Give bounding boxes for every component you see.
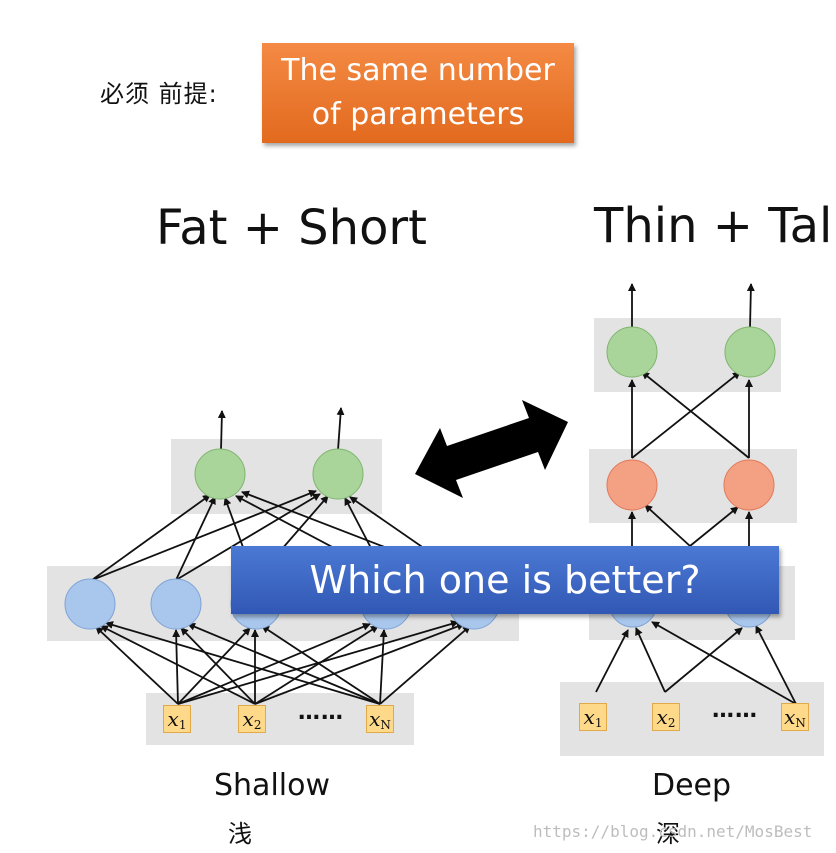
deep-input-x1: x1 xyxy=(579,703,607,731)
deep-output-nodes xyxy=(606,326,776,378)
shallow-input-x2: x2 xyxy=(238,705,266,733)
deep-output-node-1 xyxy=(606,326,658,378)
deep-hidden1-hidden2-edges xyxy=(628,504,753,547)
same-parameters-box: The same number of parameters xyxy=(262,43,574,143)
deep-input-ellipsis: …… xyxy=(712,698,758,723)
deep-caption: Deep xyxy=(652,768,732,803)
shallow-output-nodes xyxy=(194,448,364,500)
shallow-input-hidden-edges xyxy=(95,620,471,705)
deep-output-arrows xyxy=(628,283,755,329)
fat-short-title: Fat + Short xyxy=(156,200,427,256)
shallow-output-node-2 xyxy=(312,448,364,500)
double-headed-arrow xyxy=(415,400,568,498)
deep-output-node-2 xyxy=(724,326,776,378)
same-parameters-line-1: The same number xyxy=(281,53,555,88)
shallow-input-xN: xN xyxy=(366,705,394,733)
shallow-caption-zh: 浅 xyxy=(228,820,252,848)
shallow-caption: Shallow xyxy=(214,768,331,803)
deep-input-x2: x2 xyxy=(652,703,680,731)
deep-input-hidden-edges xyxy=(595,621,797,705)
same-parameters-line-2: of parameters xyxy=(311,97,525,132)
shallow-hidden-node-1 xyxy=(64,578,116,630)
deep-network xyxy=(560,283,824,756)
which-one-better-banner: Which one is better? xyxy=(231,546,779,614)
deep-hidden2-output-edges xyxy=(628,371,753,459)
shallow-input-x1: x1 xyxy=(163,705,191,733)
deep-caption-zh: 深 xyxy=(656,820,680,848)
prerequisite-label: 必须 前提: xyxy=(100,80,218,108)
deep-hidden2-node-1 xyxy=(606,459,658,511)
watermark: https://blog.csdn.net/MosBest xyxy=(533,822,813,841)
shallow-hidden-node-2 xyxy=(150,578,202,630)
deep-hidden2-nodes xyxy=(606,459,775,511)
shallow-output-arrows xyxy=(217,407,345,451)
shallow-output-node-1 xyxy=(194,448,246,500)
shallow-input-ellipsis: …… xyxy=(298,700,344,725)
deep-input-xN: xN xyxy=(781,703,809,731)
thin-tall-title: Thin + Tall xyxy=(594,198,836,254)
deep-hidden2-node-2 xyxy=(723,459,775,511)
